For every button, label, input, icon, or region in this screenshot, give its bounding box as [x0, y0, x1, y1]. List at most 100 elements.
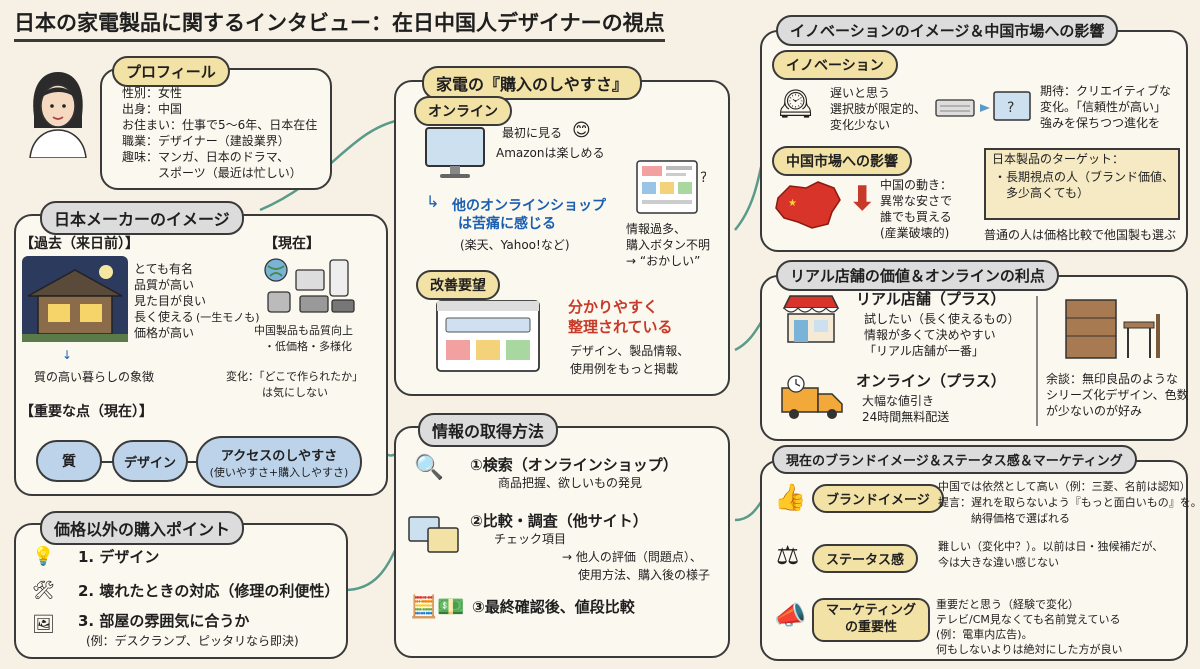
- real-line-3: 「リアル店舗が一番」: [864, 344, 984, 358]
- b1-line-3: 納得価格で選ばれる: [938, 512, 1070, 525]
- real-title: リアル店舗（プラス）: [856, 290, 1006, 308]
- china-line-2: 異常な安さで: [880, 194, 953, 208]
- lightbulb-icon: 💡: [32, 546, 55, 567]
- other-panel: [14, 523, 348, 659]
- china-line-4: (産業破壊的): [880, 226, 950, 240]
- thumbs-up-icon: 👍: [774, 483, 807, 513]
- innov-sub2: 中国市場への影響: [772, 146, 912, 176]
- target-line-2: ・長期視点の人（ブランド価値、: [994, 170, 1175, 184]
- svg-text:?: ?: [700, 170, 706, 186]
- profile-line-5: 趣味：マンガ、日本のドラマ、: [122, 150, 290, 164]
- magnifier-icon: 🔍: [414, 453, 444, 481]
- online-label: オンライン: [414, 96, 512, 126]
- point-quality: 質: [36, 440, 102, 482]
- delivery-truck-icon: [780, 374, 846, 428]
- amazon-text: Amazonは楽しめる: [496, 146, 605, 160]
- slow-line-3: 変化少ない: [830, 118, 891, 132]
- past-result: 質の高い暮らしの象徴: [34, 370, 155, 384]
- info-over-line-3: → “おかしい”: [626, 254, 701, 268]
- expect-line-3: 強みを保ちつつ進化を: [1040, 116, 1161, 130]
- b1-label: ブランドイメージ: [812, 484, 944, 513]
- step3-title: ③最終確認後、値段比較: [472, 598, 635, 616]
- b2-line-2: 今は大きな違い感じない: [938, 556, 1059, 569]
- expect-line-1: 期待：クリエイティブな: [1040, 84, 1172, 98]
- online-line-2: 24時間無料配送: [862, 410, 950, 424]
- step1-sub: 商品把握、欲しいもの発見: [498, 476, 643, 490]
- other-shop-sub: (楽天、Yahoo!など): [460, 238, 570, 252]
- info-heading: 情報の取得方法: [418, 413, 559, 447]
- b3-label-line-1: マーケティング: [826, 603, 916, 618]
- profile-line-4: 職業：デザイナー（建設業界）: [122, 134, 290, 148]
- store-heading: リアル店舗の価値＆オンラインの利点: [776, 260, 1059, 291]
- other-item-1: 1. デザイン: [78, 548, 160, 566]
- monitor-icon: [424, 126, 486, 186]
- innov-heading: イノベーションのイメージ＆中国市場への影響: [776, 15, 1119, 46]
- slow-line-2: 選択肢が限定的、: [830, 102, 927, 116]
- b1-line-1: 中国では依然として高い（例：三菱、名前は認知）: [938, 480, 1191, 493]
- down-arrow-red-icon: ⬇: [848, 179, 877, 219]
- down-arrow-icon: ↓: [62, 348, 73, 362]
- store-icon: [782, 294, 840, 348]
- important-label: 【重要な点（現在）】: [20, 404, 153, 420]
- profile-heading: プロフィール: [112, 56, 230, 87]
- innov-sub1: イノベーション: [772, 50, 898, 80]
- profile-line-2: 出身：中国: [122, 102, 183, 116]
- target-line-1: 日本製品のターゲット：: [992, 152, 1125, 166]
- brand-heading: 現在のブランドイメージ＆ステータス感＆マーケティング: [772, 445, 1137, 474]
- b1-line-2: 提言：遅れを取らないよう『もっと面白いもの』を。: [938, 496, 1200, 509]
- info-over-line-2: 購入ボタン不明: [626, 238, 711, 252]
- scale-icon: ⚖: [776, 541, 800, 571]
- aside-line-2: シリーズ化デザイン、色数: [1046, 388, 1189, 402]
- b3-line-1: 重要だと思う（経験で変化）: [936, 598, 1079, 611]
- other-item-3: 3. 部屋の雰囲気に合うか: [78, 612, 250, 630]
- improve-red-line-1: 分かりやすく: [568, 298, 659, 316]
- compare-screens-icon: [408, 516, 460, 558]
- ease-heading: 家電の『購入のしやすさ』: [422, 66, 642, 100]
- cluttered-page-icon: ?: [636, 160, 707, 220]
- step1-title: ①検索（オンラインショップ）: [470, 456, 678, 474]
- other-item-2: 2. 壊れたときの対応（修理の利便性）: [78, 582, 340, 600]
- past-line-3: 見た目が良い: [134, 294, 207, 308]
- page-title: 日本の家電製品に関するインタビュー：在日中国人デザイナーの視点: [14, 10, 665, 43]
- china-map-icon: ★: [772, 178, 844, 236]
- other-heading: 価格以外の購入ポイント: [40, 511, 245, 545]
- frame-icon: 🖼: [32, 614, 55, 635]
- maker-heading: 日本メーカーのイメージ: [40, 201, 244, 235]
- clock-icon: 🕰: [778, 87, 814, 120]
- first-look-text: 最初に見る: [502, 126, 563, 140]
- target-box: [984, 148, 1180, 220]
- avatar: [22, 66, 94, 162]
- slow-line-1: 遅いと思う: [830, 86, 891, 100]
- b3-line-3: (例：電車内広告)。: [936, 628, 1033, 641]
- other-shop-line-1: 他のオンラインショップ: [452, 198, 606, 214]
- other-shop-line-2: は苦痛に感じる: [458, 216, 556, 232]
- profile-line-3: お住まい：仕事で5〜6年、日本在住: [122, 118, 318, 132]
- improve-red-line-2: 整理されている: [568, 318, 673, 336]
- b2-line-1: 難しい（変化中？）。以前は日・独候補だが、: [938, 540, 1164, 553]
- curve-arrow-icon: ↳: [426, 192, 440, 211]
- other-item-3-sub: (例：デスクランプ、ピッタリなら即決): [86, 634, 299, 648]
- info-over-line-1: 情報過多、: [626, 222, 687, 236]
- point-access: アクセスのしやすさ (使いやすさ+購入しやすさ): [196, 436, 362, 488]
- china-line-3: 誰でも買える: [880, 210, 952, 224]
- svg-text:?: ?: [1007, 100, 1014, 116]
- now-line-2: ・低価格・多様化: [264, 340, 352, 353]
- keyboard-to-screen-icon: ?: [934, 90, 1034, 134]
- normal-people-text: 普通の人は価格比較で他国製も選ぶ: [984, 228, 1177, 242]
- aside-line-1: 余談：無印良品のような: [1046, 372, 1179, 386]
- calculator-money-icon: 🧮💵: [410, 595, 465, 620]
- real-line-2: 情報が多くて決めやすい: [864, 328, 996, 342]
- step2-sub: チェック項目: [494, 532, 567, 546]
- aside-line-3: が少ないのが好み: [1046, 404, 1143, 418]
- svg-text:★: ★: [788, 198, 797, 209]
- expect-line-2: 変化。「信頼性が高い」: [1040, 100, 1167, 114]
- now-label: 【現在】: [264, 236, 320, 252]
- profile-line-6: スポーツ（最近は忙しい）: [122, 166, 302, 180]
- divider: [1036, 296, 1038, 426]
- change-line-2: は気にしない: [262, 386, 328, 399]
- past-line-1: とても有名: [134, 262, 194, 276]
- organized-page-icon: [436, 300, 540, 376]
- step2-line-1: → 他人の評価（問題点）、: [562, 550, 702, 564]
- past-line-4: 長く使える: [134, 310, 194, 324]
- online-line-1: 大幅な値引き: [862, 394, 935, 408]
